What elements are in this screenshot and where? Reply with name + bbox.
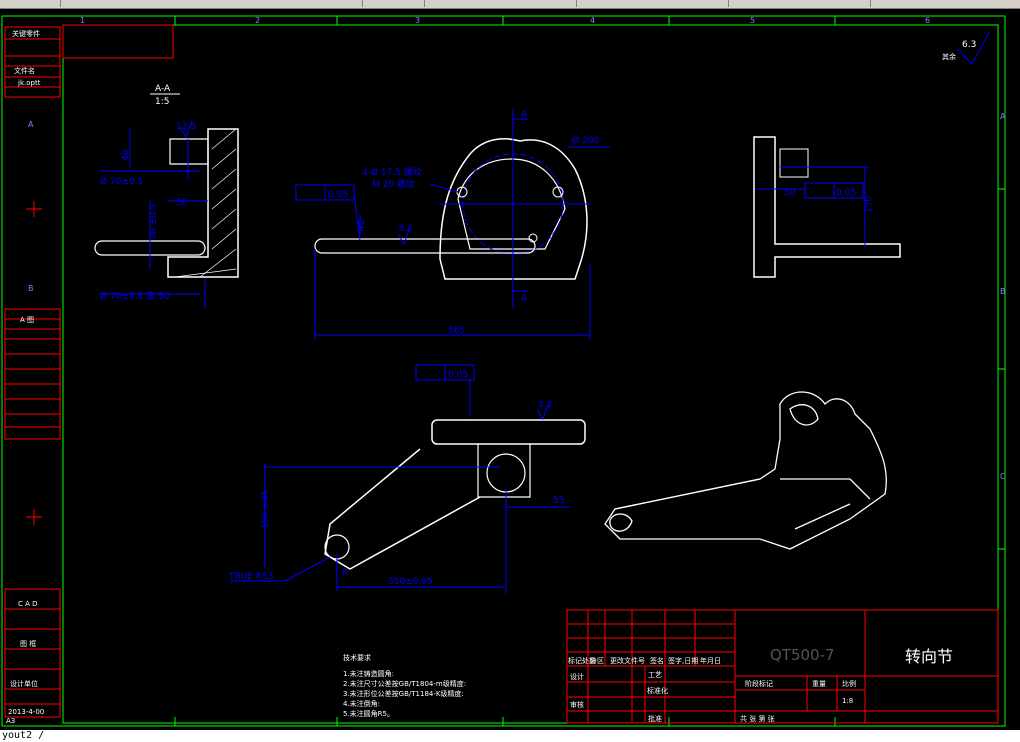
left-strip-box-3: jk.optt — [17, 79, 41, 87]
front-hole-callout-2: M 20 螺纹 — [372, 178, 415, 190]
tb-mid-label-1: 阶段标记 — [745, 679, 773, 688]
command-line[interactable]: yout2 / — [0, 730, 1020, 742]
tech-req-line-3: 3.未注形位公差按GB/T1184-K级精度: — [343, 689, 464, 698]
top-roughness: 3.2 — [538, 400, 552, 410]
top-true-callout: TRUE R53 — [228, 572, 274, 582]
left-strip-box-1: 关键零件 — [12, 29, 40, 38]
front-roughness: 3.2 — [398, 224, 412, 234]
section-dim-diameter-2: Ø 70±0.5 宽 50 — [100, 290, 170, 302]
tech-req-line-5: 5.未注圆角R5。 — [343, 709, 394, 718]
tb-sheet-info: 共 张 第 张 — [740, 714, 775, 723]
toolbar-group-3[interactable] — [364, 0, 425, 7]
frame-grid-ticks — [174, 16, 1005, 726]
front-flatness: 0.05 — [328, 190, 348, 200]
top-dim-offset: 55 — [553, 496, 564, 506]
row-label-c: C — [1000, 472, 1006, 481]
section-roughness: 12.5 — [176, 122, 196, 132]
tb-row-label-5: 标准化 — [647, 686, 668, 695]
tb-col-label-2: 更改文件号 — [610, 656, 645, 665]
col-label-2: 2 — [255, 16, 260, 25]
row-label-b-left: B — [28, 284, 34, 293]
tech-req-title: 技术要求 — [343, 653, 371, 662]
tb-scale-value: 1:8 — [842, 697, 853, 705]
toolbar-group-2[interactable] — [62, 0, 363, 7]
tb-row-label-1: 标记处数 — [568, 656, 596, 665]
app-toolbar — [0, 0, 1020, 9]
title-block-material: QT500-7 — [770, 646, 835, 664]
left-strip-code: A3 — [6, 717, 15, 725]
outer-frame — [1, 15, 1006, 727]
roughness-corner: 6.3 其余 — [942, 30, 991, 65]
side-dim-vertical: 150 — [864, 196, 874, 213]
left-strip-unit: 设计单位 — [10, 679, 38, 688]
col-label-3: 3 — [415, 16, 420, 25]
title-block: QT500-7 转向节 标记处数 设计 审核 工艺 标准化 批准 分区 更改文件… — [566, 609, 999, 724]
col-label-4: 4 — [590, 16, 595, 25]
col-label-6: 6 — [925, 16, 930, 25]
tb-col-label-3: 签名 — [650, 656, 664, 665]
col-label-5: 5 — [750, 16, 755, 25]
section-dim-diameter-1: Ø 70±0.5 — [100, 176, 143, 187]
tb-col-label-4: 年月日 — [700, 656, 721, 665]
drawing-canvas[interactable]: 1 2 3 4 5 6 A B C A B 关键零件 文件名 jk.optt A… — [0, 9, 1020, 730]
layer-dropdown[interactable] — [426, 0, 577, 7]
top-dim-vertical: 150 ±05 — [261, 490, 271, 529]
section-scale: 1:5 — [155, 97, 169, 107]
tb-row-label-2: 设计 — [570, 672, 584, 681]
section-dim-vertical-1: 40 — [121, 149, 131, 161]
section-view: A-A 1:5 Ø 70±0.5 Ø 70±0.5 宽 50 50 40 — [94, 84, 239, 309]
left-strip-box-2: 文件名 — [14, 66, 35, 75]
isometric-view — [604, 391, 887, 550]
tech-req-line-2: 2.未注尺寸公差按GB/T1804-m级精度: — [343, 679, 466, 688]
lineweight-dropdown[interactable] — [872, 0, 1020, 7]
top-dim-radius: R — [342, 568, 348, 578]
front-dim-diameter: Ø 200 — [572, 135, 599, 146]
top-left-box — [62, 24, 174, 59]
title-block-part-name: 转向节 — [905, 647, 953, 666]
front-hole-callout-1: 4-Ø 17.5 螺纹 — [362, 166, 422, 178]
row-label-a: A — [1000, 112, 1006, 121]
tech-req-line-4: 4.未注倒角: — [343, 699, 380, 708]
tb-row-label-6: 批准 — [648, 714, 662, 723]
tb-extra-label: 签字,日期 — [668, 656, 698, 665]
linetype-dropdown[interactable] — [730, 0, 871, 7]
section-dim-width: 50 — [176, 198, 188, 208]
front-view: A A Ø 200 4-Ø 17.5 螺纹 M 20 螺纹 0.05 40 3.… — [295, 109, 610, 339]
tb-col-label-1: 分区 — [590, 656, 604, 665]
left-strip-frame: 图 框 — [20, 639, 36, 648]
row-label-a-left: A — [28, 120, 34, 129]
front-section-mark-bottom: A — [521, 294, 528, 304]
side-dim-width: 50 — [784, 188, 796, 198]
roughness-corner-label: 其余 — [942, 52, 956, 61]
section-title: A-A — [155, 84, 171, 94]
side-view: 50 0.05 150 — [753, 136, 901, 278]
front-dim-length: 565 — [448, 326, 465, 336]
left-strip-cad: C A D — [18, 600, 38, 608]
front-dim-height: 40 — [357, 219, 367, 231]
tb-mid-label-3: 比例 — [842, 679, 856, 688]
left-strip-mid-label: A 图 — [20, 316, 34, 324]
section-dim-vertical-2: 30 ±0.5 — [149, 204, 159, 240]
top-dim-length: 350±0.05 — [388, 577, 433, 587]
tb-row-label-4: 工艺 — [648, 671, 662, 679]
toolbar-group-1[interactable] — [0, 0, 61, 7]
top-view: 0.05 3.2 150 ±05 55 350±0.05 TRUE R53 R — [228, 364, 586, 594]
top-flatness: 0.05 — [448, 370, 468, 380]
left-strip — [4, 26, 61, 718]
inner-frame — [62, 24, 999, 724]
tb-mid-label-2: 重量 — [812, 680, 826, 688]
roughness-corner-value: 6.3 — [962, 40, 976, 50]
left-strip-date: 2013-4-00 — [8, 708, 44, 716]
tech-req-line-1: 1.未注铸造圆角: — [343, 669, 394, 678]
color-dropdown[interactable] — [578, 0, 729, 7]
front-section-mark-top: A — [521, 110, 528, 120]
centering-marks — [26, 201, 42, 525]
tb-row-label-3: 审核 — [570, 700, 584, 709]
row-label-b: B — [1000, 287, 1006, 296]
col-label-1: 1 — [80, 16, 85, 25]
side-flatness: 0.05 — [836, 188, 856, 198]
